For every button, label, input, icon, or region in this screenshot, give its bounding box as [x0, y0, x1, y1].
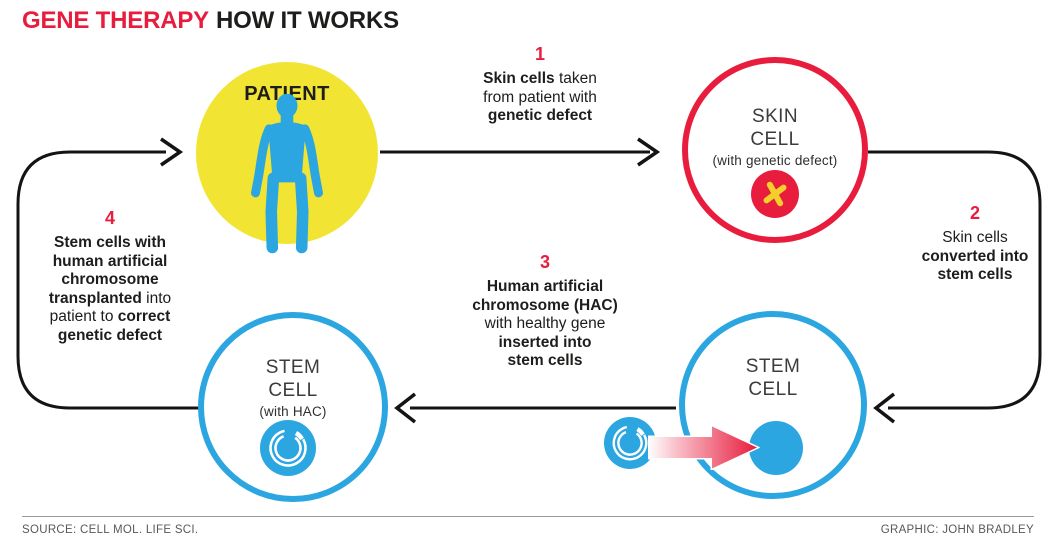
- step-2: 2 Skin cells converted into stem cells: [905, 203, 1045, 285]
- skin-cell-title-line2: CELL: [750, 129, 800, 150]
- step-2-line: stem cells: [937, 266, 1013, 283]
- step-4-line: patient to correct: [49, 308, 171, 325]
- step-2-number: 2: [969, 203, 980, 223]
- arrow-skin-to-stem: [868, 150, 1042, 410]
- stem-cell-node: STEM CELL: [679, 311, 867, 499]
- stem-cell-hac-subtitle: (with HAC): [259, 404, 327, 419]
- arrowhead-right2-icon: [160, 137, 184, 167]
- stem-cell-hac-node: STEM CELL (with HAC): [198, 312, 388, 502]
- source-credit: SOURCE: CELL MOL. LIFE SCI.: [22, 524, 199, 536]
- step-3-number: 3: [539, 252, 550, 272]
- stem-cell-hac-title-line2: CELL: [268, 380, 318, 401]
- graphic-credit: GRAPHIC: JOHN BRADLEY: [880, 524, 1034, 536]
- step-2-line: converted into: [921, 247, 1029, 265]
- step-1-number: 1: [534, 44, 545, 64]
- skin-cell-subtitle: (with genetic defect): [712, 153, 838, 168]
- chromosome-icon: [763, 181, 787, 207]
- arrow-stemhac-to-patient: [16, 150, 203, 410]
- step-4-number: 4: [104, 208, 115, 228]
- stem-cell-hac-title-line1: STEM: [265, 357, 321, 378]
- arrowhead-left-icon: [873, 392, 896, 424]
- step-1: 1 Skin cells taken from patient with gen…: [440, 44, 640, 126]
- step-1-line: from patient with: [483, 88, 597, 106]
- step-3-line: with healthy gene: [484, 315, 606, 332]
- title-highlight: GENE THERAPY: [22, 7, 209, 34]
- skin-cell-title-line1: SKIN: [752, 106, 798, 127]
- stem-cell-title-line2: CELL: [748, 379, 798, 400]
- title-rest: HOW IT WORKS: [215, 7, 399, 34]
- step-4-line: Stem cells with: [54, 234, 166, 251]
- footer-divider: [22, 516, 1034, 517]
- step-3-line: chromosome (HAC): [472, 296, 618, 314]
- defect-badge: [751, 170, 799, 218]
- skin-cell-node: SKIN CELL (with genetic defect): [682, 57, 868, 243]
- step-4-line: transplanted into: [48, 289, 172, 307]
- step-2-line: Skin cells: [942, 229, 1008, 246]
- hac-ring-floating-icon: [604, 417, 656, 469]
- hac-ring-icon: [260, 420, 316, 476]
- arrowhead-left2-icon: [394, 392, 417, 424]
- step-3-line: inserted into: [498, 333, 592, 351]
- step-1-line: Skin cells taken: [483, 70, 597, 87]
- human-silhouette-icon: [251, 94, 323, 254]
- step-3: 3 Human artificial chromosome (HAC) with…: [440, 252, 650, 371]
- step-1-line: genetic defect: [487, 107, 593, 124]
- step-3-line: Human artificial: [486, 278, 604, 295]
- step-4: 4 Stem cells with human artificial chrom…: [15, 208, 205, 345]
- arrowhead-right-icon: [637, 137, 661, 167]
- step-4-line: genetic defect: [57, 326, 163, 344]
- stem-cell-title-line1: STEM: [745, 356, 801, 377]
- step-3-line: stem cells: [507, 352, 583, 369]
- patient-node: PATIENT: [196, 62, 378, 254]
- insertion-arrow-icon: [648, 425, 760, 470]
- step-4-line: chromosome: [61, 271, 159, 288]
- step-4-line: human artificial: [52, 252, 168, 270]
